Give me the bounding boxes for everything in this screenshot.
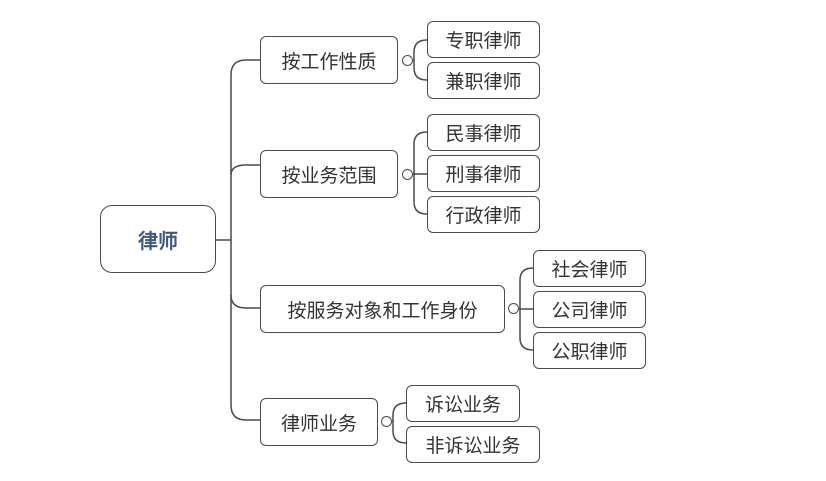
- collapse-toggle-icon[interactable]: [402, 169, 413, 180]
- leaf-label: 专职律师: [445, 30, 522, 52]
- branch-label: 按服务对象和工作身份: [287, 299, 478, 322]
- branch-node-service-target[interactable]: 按服务对象和工作身份: [260, 285, 505, 333]
- leaf-label: 公司律师: [551, 300, 628, 322]
- leaf-node[interactable]: 行政律师: [427, 196, 540, 233]
- leaf-node[interactable]: 非诉讼业务: [406, 426, 540, 463]
- branch-connector-2: [230, 294, 260, 309]
- leaf-label: 行政律师: [445, 205, 522, 227]
- leaf-node[interactable]: 专职律师: [427, 21, 540, 58]
- branch-node-work-nature[interactable]: 按工作性质: [260, 36, 398, 84]
- leaf-label: 社会律师: [551, 259, 628, 281]
- leaf-node[interactable]: 刑事律师: [427, 155, 540, 192]
- trunk-line: [230, 59, 247, 421]
- leaf-label: 诉讼业务: [424, 394, 501, 416]
- leaf-label: 刑事律师: [445, 164, 522, 186]
- root-node[interactable]: 律师: [100, 205, 216, 273]
- collapse-toggle-icon[interactable]: [508, 303, 519, 314]
- leaf-label: 公职律师: [551, 341, 628, 363]
- leaf-label: 非诉讼业务: [425, 435, 521, 457]
- branch-label: 律师业务: [280, 412, 357, 435]
- branch-node-business-scope[interactable]: 按业务范围: [260, 150, 398, 198]
- branch-label: 按业务范围: [281, 164, 377, 187]
- leaf-label: 民事律师: [445, 123, 522, 145]
- branch-connector-1: [230, 164, 260, 176]
- collapse-toggle-icon[interactable]: [402, 55, 413, 66]
- collapse-toggle-icon[interactable]: [381, 416, 392, 427]
- children-connector-2: [413, 131, 428, 215]
- branch-node-lawyer-business[interactable]: 律师业务: [260, 398, 378, 446]
- branch-label: 按工作性质: [281, 50, 377, 73]
- leaf-label: 兼职律师: [445, 71, 522, 93]
- children-connector-3: [519, 267, 534, 351]
- children-connector-4: [392, 402, 407, 444]
- leaf-node[interactable]: 兼职律师: [427, 62, 540, 99]
- root-label: 律师: [138, 228, 178, 253]
- leaf-node[interactable]: 社会律师: [533, 250, 646, 287]
- leaf-node[interactable]: 公职律师: [533, 332, 646, 369]
- children-connector-1: [413, 39, 428, 81]
- leaf-node[interactable]: 诉讼业务: [406, 385, 520, 422]
- leaf-node[interactable]: 公司律师: [533, 291, 646, 328]
- leaf-node[interactable]: 民事律师: [427, 114, 540, 151]
